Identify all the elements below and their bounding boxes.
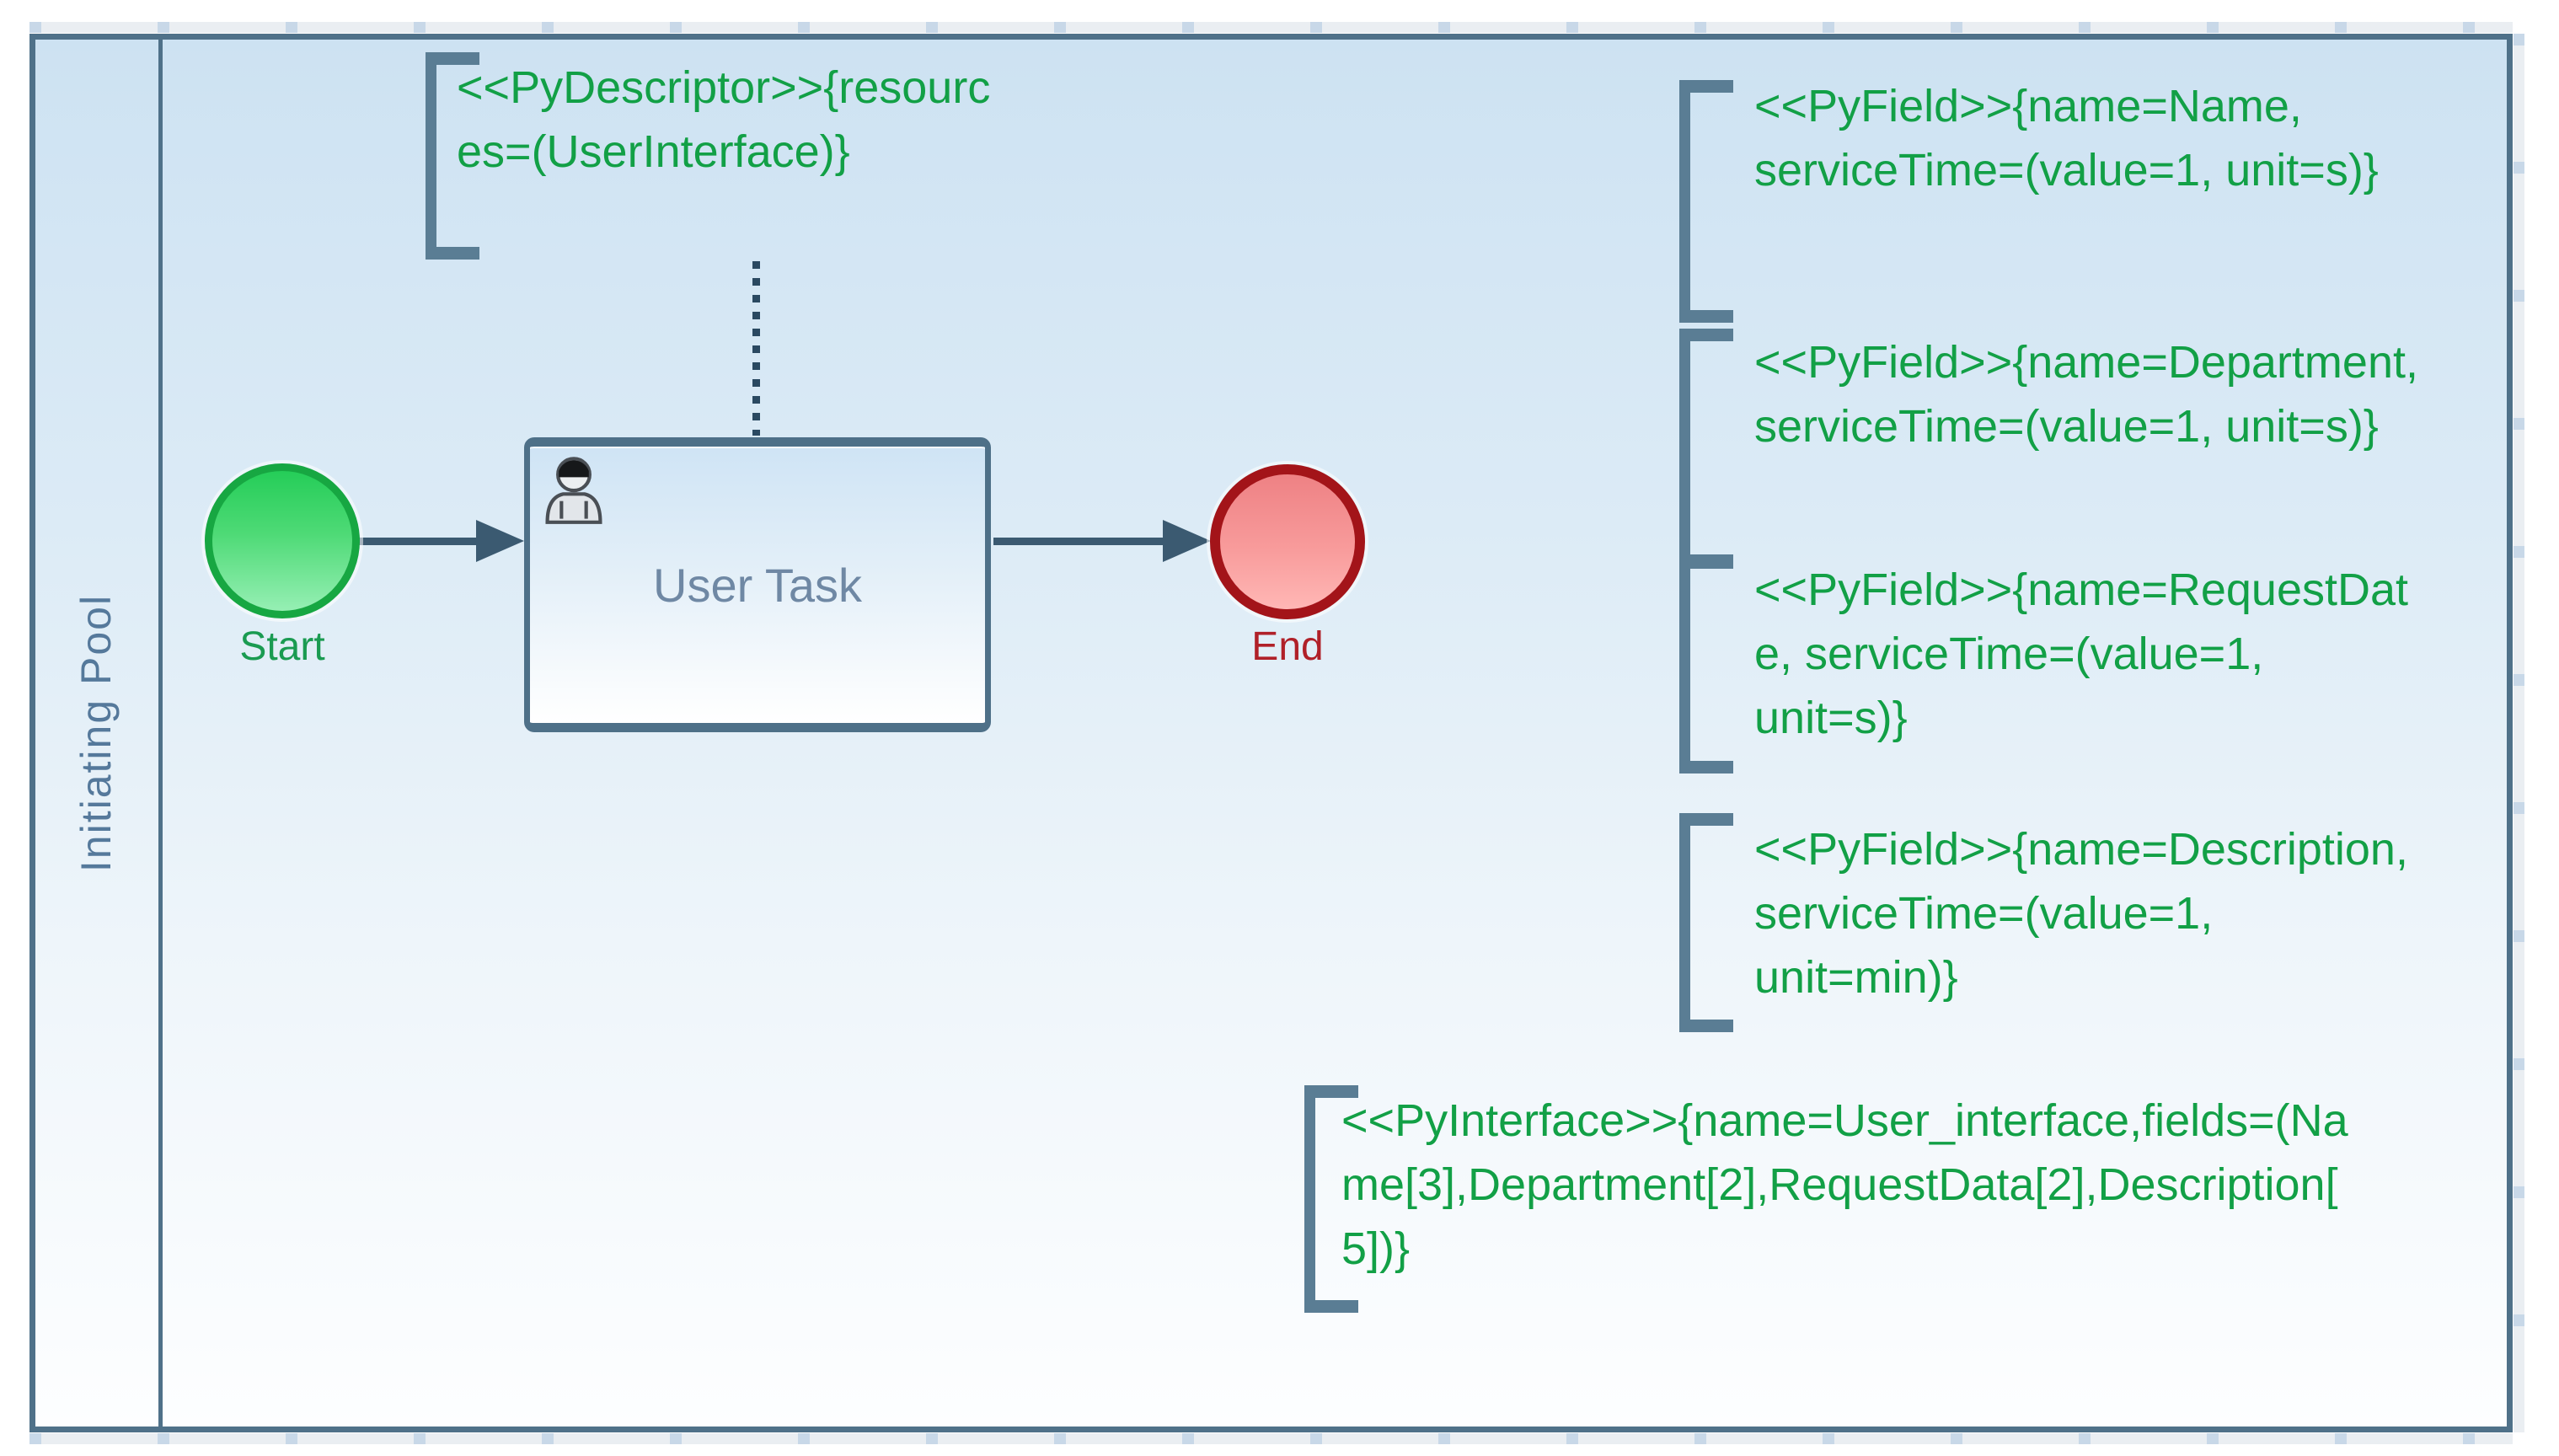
annotation-text: <<PyInterface>>{name=User_interface,fiel… bbox=[1341, 1095, 2348, 1274]
ruler-ticks-right bbox=[2513, 34, 2524, 1432]
user-icon bbox=[545, 457, 602, 524]
annotation-bracket-icon bbox=[426, 52, 479, 260]
annotation-bracket-icon bbox=[1679, 813, 1733, 1032]
arrow-head-icon bbox=[1163, 520, 1211, 562]
end-event-label: End bbox=[1251, 624, 1324, 669]
flow-line bbox=[993, 538, 1165, 545]
arrow-head-icon bbox=[476, 520, 524, 562]
start-event-label: Start bbox=[239, 624, 325, 669]
annotation-text: <<PyField>>{name=RequestDat e, serviceTi… bbox=[1754, 565, 2409, 743]
start-event-circle[interactable] bbox=[205, 463, 360, 618]
pool-label[interactable]: Initiating Pool bbox=[72, 593, 120, 873]
annotation-text: <<PyDescriptor>>{resourc es=(UserInterfa… bbox=[457, 62, 991, 177]
lane-divider bbox=[158, 34, 163, 1432]
ruler-ticks-bottom bbox=[29, 1433, 2513, 1444]
annotation-bracket-icon bbox=[1679, 80, 1733, 323]
annotation-bracket-icon bbox=[1679, 329, 1733, 569]
pool-initiating bbox=[29, 34, 2513, 1432]
annotation-text: <<PyField>>{name=Department, serviceTime… bbox=[1754, 337, 2418, 452]
association-dotted-line[interactable] bbox=[752, 261, 760, 436]
annotation-text: <<PyField>>{name=Description, serviceTim… bbox=[1754, 824, 2408, 1003]
ruler-ticks-top bbox=[29, 22, 2513, 33]
annotation-bracket-icon bbox=[1679, 554, 1733, 774]
flow-line bbox=[357, 538, 482, 545]
user-task-shape[interactable]: User Task bbox=[524, 437, 991, 732]
annotation-text: <<PyField>>{name=Name, serviceTime=(valu… bbox=[1754, 81, 2379, 195]
user-task-label: User Task bbox=[653, 558, 862, 612]
end-event-circle[interactable] bbox=[1210, 464, 1365, 619]
annotation-bracket-icon bbox=[1304, 1085, 1358, 1313]
